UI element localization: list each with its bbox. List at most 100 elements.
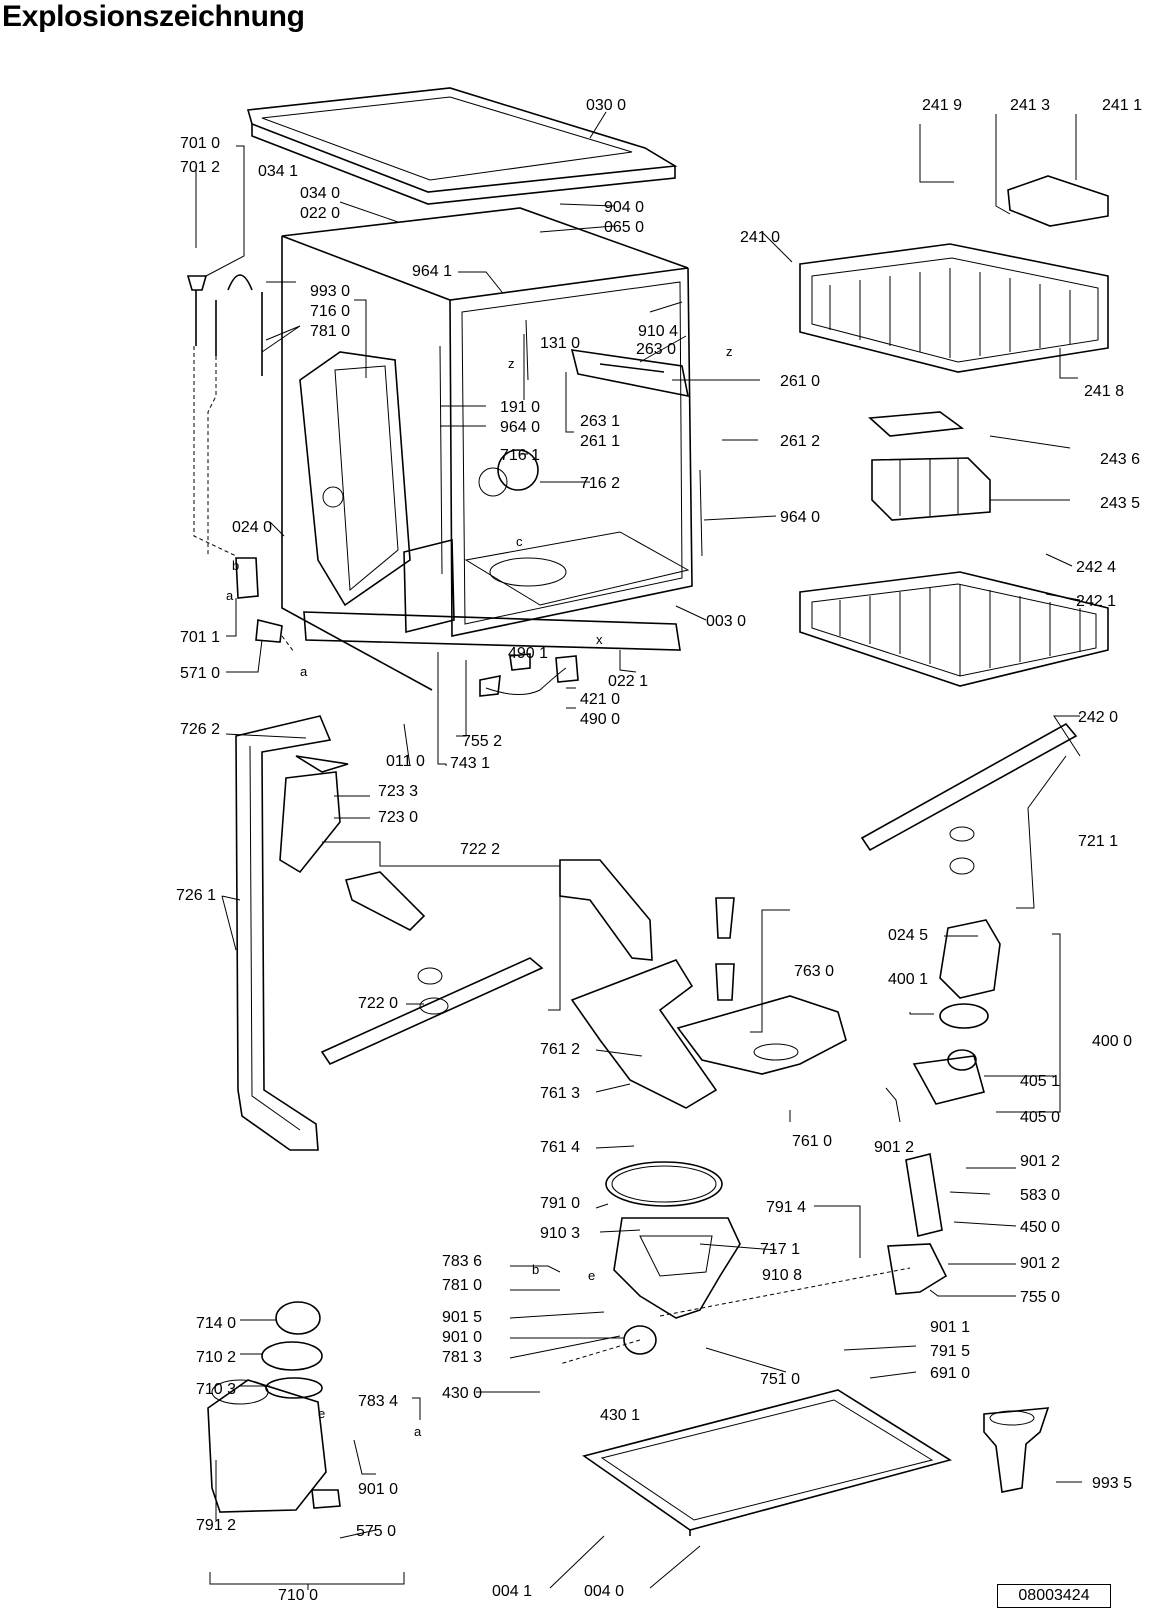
filter-part (676, 897, 847, 1075)
reference-letter: a (414, 1424, 422, 1439)
part-label: 261 1 (580, 433, 620, 450)
part-label: 755 2 (462, 733, 502, 750)
part-label: 783 4 (358, 1393, 398, 1410)
part-label: 421 0 (580, 691, 620, 708)
base-tray-part (582, 1389, 952, 1536)
part-label: 241 1 (1102, 97, 1142, 114)
drawing-title: Explosionszeichnung (2, 0, 305, 33)
cable-parts (479, 653, 579, 697)
part-label: 710 3 (196, 1381, 236, 1398)
part-label: 716 0 (310, 303, 350, 320)
part-label: 964 0 (500, 419, 540, 436)
part-label: 400 0 (1092, 1033, 1132, 1050)
part-label: 024 5 (888, 927, 928, 944)
part-label: 450 0 (1020, 1219, 1060, 1236)
reference-letter: z (508, 356, 515, 371)
part-label: 243 5 (1100, 495, 1140, 512)
leader-lines (195, 111, 1082, 1590)
part-label: 430 1 (600, 1407, 640, 1424)
part-label: 716 2 (580, 475, 620, 492)
part-label: 405 0 (1020, 1109, 1060, 1126)
part-label: 575 0 (356, 1523, 396, 1540)
part-label: 065 0 (604, 219, 644, 236)
part-label: 910 3 (540, 1225, 580, 1242)
part-label: 716 1 (500, 447, 540, 464)
part-label: 430 0 (442, 1385, 482, 1402)
reference-letter: b (232, 558, 239, 573)
part-label: 781 0 (310, 323, 350, 340)
part-label: 901 2 (1020, 1153, 1060, 1170)
part-label: 761 2 (540, 1041, 580, 1058)
part-label: 901 0 (442, 1329, 482, 1346)
part-label: 241 0 (740, 229, 780, 246)
reference-letter: e (318, 1406, 325, 1421)
part-label: 722 2 (460, 841, 500, 858)
part-label: 781 0 (442, 1277, 482, 1294)
reference-letter: a (300, 664, 308, 679)
part-label: 904 0 (604, 199, 644, 216)
upper-basket-part (799, 243, 1109, 373)
part-label: 243 6 (1100, 451, 1140, 468)
part-label: 781 3 (442, 1349, 482, 1366)
part-label: 723 0 (378, 809, 418, 826)
part-label: 261 0 (780, 373, 820, 390)
part-label: 791 0 (540, 1195, 580, 1212)
part-label: 241 9 (922, 97, 962, 114)
part-label: 993 0 (310, 283, 350, 300)
part-label: 024 0 (232, 519, 272, 536)
part-label: 723 3 (378, 783, 418, 800)
part-label: 901 2 (1020, 1255, 1060, 1272)
sump-part (559, 859, 741, 1355)
reference-letter: b (532, 1262, 539, 1277)
part-label: 751 0 (760, 1371, 800, 1388)
upper-spray-arm-part (860, 722, 1078, 875)
part-label: 964 1 (412, 263, 452, 280)
part-label: 004 1 (492, 1583, 532, 1600)
assembly-guide (281, 635, 295, 653)
water-softener-part (207, 1301, 341, 1513)
part-label: 242 1 (1076, 593, 1116, 610)
part-label: 783 6 (442, 1253, 482, 1270)
part-label: 242 0 (1078, 709, 1118, 726)
part-label: 761 0 (792, 1133, 832, 1150)
reference-letter: a (226, 588, 234, 603)
part-label: 710 2 (196, 1349, 236, 1366)
part-label: 003 0 (706, 613, 746, 630)
part-label: 710 0 (278, 1587, 318, 1604)
part-label: 701 2 (180, 159, 220, 176)
reference-letter: z (726, 344, 733, 359)
assembly-guide (559, 1339, 641, 1365)
part-label: 022 0 (300, 205, 340, 222)
part-label: 004 0 (584, 1583, 624, 1600)
part-label: 490 1 (508, 645, 548, 662)
part-label: 761 4 (540, 1139, 580, 1156)
part-label: 761 3 (540, 1085, 580, 1102)
reference-letter: c (516, 534, 523, 549)
part-label: 901 2 (874, 1139, 914, 1156)
detergent-funnel-part (983, 1407, 1050, 1493)
part-label: 131 0 (540, 335, 580, 352)
part-label: 721 1 (1078, 833, 1118, 850)
part-label: 261 2 (780, 433, 820, 450)
lower-basket-part (799, 571, 1109, 687)
part-label: 701 0 (180, 135, 220, 152)
part-label: 701 1 (180, 629, 220, 646)
cutlery-tray-part (1007, 175, 1109, 227)
part-label: 691 0 (930, 1365, 970, 1382)
part-label: 034 1 (258, 163, 298, 180)
part-label: 726 2 (180, 721, 220, 738)
lower-spray-arm-part (320, 957, 544, 1066)
part-label: 791 2 (196, 1517, 236, 1534)
assembly-guide (659, 1267, 911, 1317)
part-label: 717 1 (760, 1241, 800, 1258)
part-label: 755 0 (1020, 1289, 1060, 1306)
supply-pipe-part (235, 715, 426, 1151)
part-label: 241 8 (1084, 383, 1124, 400)
part-label: 022 1 (608, 673, 648, 690)
reference-letter: e (588, 1268, 595, 1283)
part-label: 964 0 (780, 509, 820, 526)
part-label: 263 1 (580, 413, 620, 430)
hinge-parts (186, 274, 283, 643)
part-label: 763 0 (794, 963, 834, 980)
